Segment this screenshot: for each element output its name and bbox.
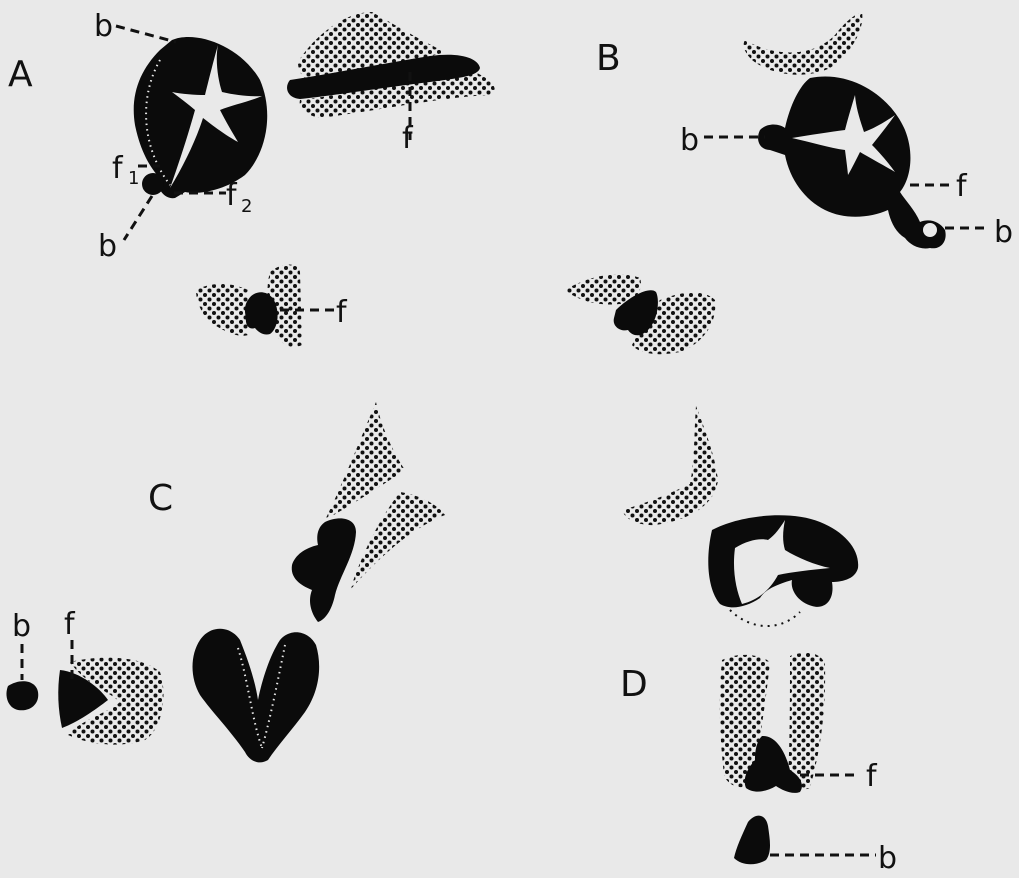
panel-d-bud bbox=[734, 816, 770, 865]
panel-letter-d: D bbox=[620, 664, 648, 705]
panel-a-small-shape bbox=[245, 292, 278, 334]
panel-a-label-f-bar: f bbox=[402, 121, 414, 156]
panel-a-small-stipple-left bbox=[196, 284, 248, 336]
panel-a: A b f 1 f 2 b f f bbox=[8, 9, 495, 347]
panel-a-label-f1: f bbox=[112, 151, 124, 186]
panel-a-leader-b-top bbox=[116, 26, 176, 42]
panel-d: D f b bbox=[620, 406, 897, 876]
panel-c-label-b: b bbox=[12, 609, 31, 644]
panel-c-stipple-cone-lower bbox=[350, 492, 445, 590]
panel-d-stipple-hook bbox=[622, 406, 718, 525]
panel-letter-b: B bbox=[596, 38, 621, 79]
panel-c-upper-shape bbox=[292, 518, 356, 622]
panel-a-label-b-bottom: b bbox=[98, 229, 117, 264]
panel-a-label-b-top: b bbox=[94, 9, 113, 44]
panel-b-stipple-crescent bbox=[744, 12, 863, 75]
panel-a-label-f2-sub: 2 bbox=[241, 196, 252, 217]
panel-a-label-f2: f bbox=[226, 178, 238, 213]
panel-c: C b f bbox=[6, 402, 445, 762]
panel-b-bud-right bbox=[923, 223, 937, 237]
panel-b: B b f b bbox=[565, 12, 1013, 354]
panel-letter-a: A bbox=[8, 54, 33, 95]
panel-b-label-b-left: b bbox=[680, 123, 699, 158]
panel-a-bud bbox=[142, 173, 164, 195]
panel-b-label-b-right: b bbox=[994, 215, 1013, 250]
panel-d-label-b: b bbox=[878, 841, 897, 876]
panel-c-label-f: f bbox=[64, 607, 76, 642]
panel-b-label-f: f bbox=[956, 169, 968, 204]
panel-c-bud bbox=[6, 681, 38, 710]
panel-d-label-f: f bbox=[866, 759, 878, 794]
panel-d-stipple-right-pillar bbox=[788, 653, 825, 790]
panel-a-label-f-lower: f bbox=[336, 295, 348, 330]
panel-c-v-shape bbox=[193, 629, 320, 763]
panel-a-leader-b-bottom bbox=[124, 196, 152, 240]
panel-a-label-f1-sub: 1 bbox=[128, 168, 139, 189]
panel-letter-c: C bbox=[148, 478, 173, 519]
panel-d-open-arc bbox=[730, 610, 800, 626]
